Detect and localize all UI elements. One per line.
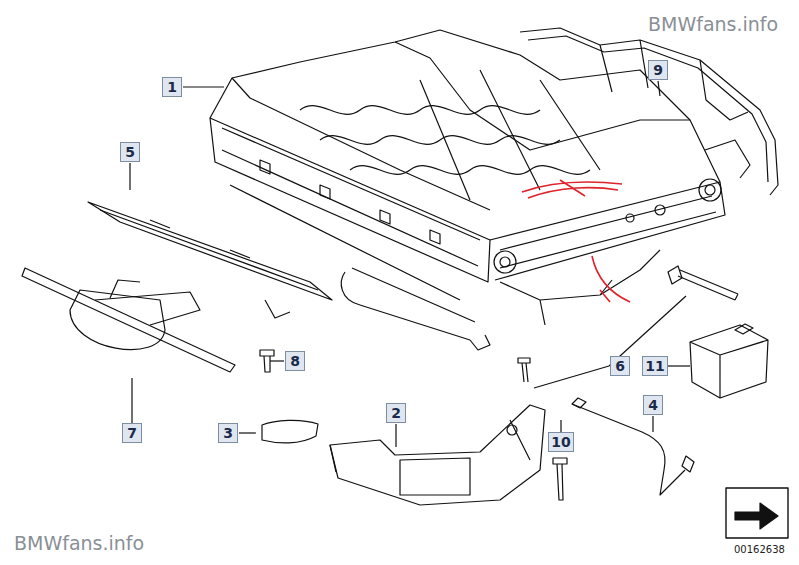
callout-box: 2 [386,403,406,423]
watermark: BMWfans.info [14,532,144,554]
callout-number: 2 [391,406,401,420]
callout-number: 5 [125,145,135,159]
callout-box: 6 [610,356,630,376]
callout-number: 11 [645,359,664,373]
callout-number: 7 [127,426,137,440]
callout-box: 5 [120,142,140,162]
callout-number: 6 [615,359,625,373]
watermark: BMWfans.info [648,13,778,35]
callout-number: 3 [223,426,233,440]
callout-number: 9 [653,63,663,77]
callout-box: 10 [548,432,574,452]
callout-box: 3 [218,423,238,443]
callout-number: 1 [167,80,177,94]
callout-box: 7 [122,423,142,443]
callout-number: 10 [551,435,570,449]
callout-box: 8 [285,351,305,371]
callout-box: 9 [648,60,668,80]
callout-box: 11 [642,356,668,376]
callout-box: 1 [162,77,182,97]
callout-box: 4 [643,395,663,415]
diagram-code: 00162638 [734,544,785,555]
callout-number: 8 [290,354,300,368]
callout-number: 4 [648,398,658,412]
